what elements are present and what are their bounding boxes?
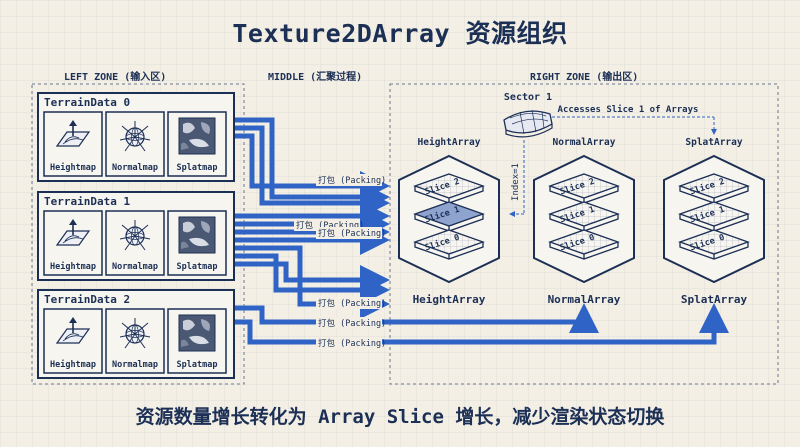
map-tile-label: Splatmap	[177, 163, 218, 173]
packing-pipes: 打包 (Packing)打包 (Packing)打包 (Packing)打包 (…	[235, 117, 729, 349]
map-tile-label: Heightmap	[50, 359, 96, 370]
right-zone-frame	[389, 83, 779, 385]
map-tile-label: Normalmap	[112, 360, 158, 370]
map-tile-heightmap: Heightmap	[43, 111, 103, 177]
heightmap-icon	[55, 219, 91, 246]
terrain-data-0: TerrainData 0 Heightmap Normalmap Splatmap	[37, 92, 235, 182]
terrain-data-2: TerrainData 2 Heightmap Normalmap Splatmap	[37, 289, 235, 379]
packing-label: 打包 (Packing)	[318, 175, 386, 186]
splatmap-icon	[178, 216, 216, 254]
packing-label-bg	[316, 174, 382, 186]
map-tile-splatmap: Splatmap	[167, 308, 227, 374]
map-tile-label: Normalmap	[112, 262, 158, 272]
packing-arrow	[235, 125, 390, 218]
sector-icon	[503, 109, 553, 138]
normalmap-icon	[119, 318, 151, 349]
slice-1: Slice 1	[413, 201, 485, 232]
packing-arrow	[235, 117, 390, 212]
normalmap-icon	[119, 121, 151, 152]
slice-0: Slice 0	[413, 229, 485, 260]
map-tile-label: Splatmap	[177, 262, 218, 272]
array-label: HeightArray	[413, 293, 486, 306]
packing-label: 打包 (Packing)	[318, 318, 386, 329]
array-label: NormalArray	[548, 293, 621, 306]
packing-label-bg	[316, 337, 382, 349]
array-header: NormalArray	[553, 137, 616, 148]
packing-label-bg	[316, 227, 382, 239]
packing-label: 打包 (Packing)	[318, 338, 386, 349]
terrain-data-1: TerrainData 1 Heightmap Normalmap Splatmap	[37, 191, 235, 281]
sector-index-label: Index=1	[511, 163, 521, 201]
middle-zone-label: MIDDLE (汇聚过程)	[268, 72, 363, 83]
array-header: HeightArray	[418, 137, 481, 148]
right-zone-label: RIGHT ZONE (输出区)	[530, 72, 639, 83]
map-tile-normalmap: Normalmap	[105, 308, 165, 374]
map-tile-label: Heightmap	[50, 261, 96, 272]
map-tile-normalmap: Normalmap	[105, 111, 165, 177]
diagram-title: Texture2DArray 资源组织	[232, 19, 568, 48]
slice-0: Slice 0	[678, 229, 750, 260]
sector-label: Sector 1	[504, 92, 552, 103]
normalmap-icon	[119, 220, 151, 251]
heightmap-icon	[55, 317, 91, 344]
splatmap-icon	[178, 314, 216, 352]
array-label: SplatArray	[681, 293, 748, 306]
map-tile-label: Normalmap	[112, 163, 158, 173]
slice-0: Slice 0	[548, 229, 620, 260]
terrain-data-title: TerrainData 0	[44, 96, 130, 109]
map-tile-heightmap: Heightmap	[43, 308, 103, 374]
packing-label-bg	[316, 297, 382, 309]
sector-group: Sector 1 Index=1 Accesses Slice 1 of Arr…	[503, 92, 717, 217]
slice-1: Slice 1	[678, 201, 750, 232]
terrain-data-title: TerrainData 2	[44, 293, 130, 306]
slice-2: Slice 2	[678, 173, 750, 204]
map-tile-splatmap: Splatmap	[167, 210, 227, 276]
packing-arrow	[235, 303, 599, 333]
map-tile-splatmap: Splatmap	[167, 111, 227, 177]
packing-label: 打包 (Packing)	[318, 298, 386, 309]
left-zone-label: LEFT ZONE (输入区)	[64, 72, 167, 83]
packing-arrow	[235, 261, 390, 295]
splatmap-icon	[178, 117, 216, 155]
packing-arrow	[235, 303, 729, 345]
packing-arrow	[235, 253, 390, 305]
sector-access-note: Accesses Slice 1 of Arrays	[558, 104, 699, 115]
map-tile-heightmap: Heightmap	[43, 210, 103, 276]
map-tile-label: Heightmap	[50, 162, 96, 173]
packing-label-bg	[316, 317, 382, 329]
map-tile-label: Splatmap	[177, 360, 218, 370]
packing-label: 打包 (Packing)	[296, 220, 364, 231]
map-tile-normalmap: Normalmap	[105, 210, 165, 276]
packing-label: 打包 (Packing)	[318, 228, 386, 239]
array-header: SplatArray	[685, 137, 742, 148]
heightmap-icon	[55, 120, 91, 147]
footer-caption: 资源数量增长转化为 Array Slice 增长，减少渲染状态切换	[135, 406, 665, 428]
terrain-data-title: TerrainData 1	[44, 195, 130, 208]
